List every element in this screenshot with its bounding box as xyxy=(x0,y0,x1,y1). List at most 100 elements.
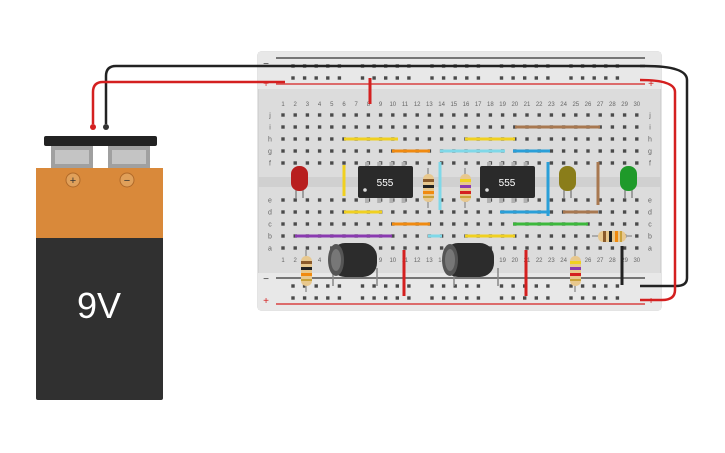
breadboard-hole[interactable] xyxy=(342,125,346,129)
breadboard-hole[interactable] xyxy=(391,210,395,214)
breadboard-hole[interactable] xyxy=(317,137,322,141)
rail-hole[interactable] xyxy=(465,296,469,300)
breadboard-hole[interactable] xyxy=(610,113,615,117)
rail-hole[interactable] xyxy=(476,76,481,80)
rail-hole[interactable] xyxy=(615,284,620,288)
breadboard-hole[interactable] xyxy=(427,161,432,165)
breadboard-hole[interactable] xyxy=(342,198,346,202)
breadboard-hole[interactable] xyxy=(464,125,468,129)
breadboard-hole[interactable] xyxy=(574,113,578,117)
rail-hole[interactable] xyxy=(291,76,295,80)
breadboard-hole[interactable] xyxy=(317,246,322,250)
breadboard-hole[interactable] xyxy=(610,198,615,202)
rail-hole[interactable] xyxy=(337,296,342,300)
yellow-led[interactable] xyxy=(559,166,576,198)
breadboard-hole[interactable] xyxy=(452,125,456,129)
breadboard-hole[interactable] xyxy=(537,161,541,165)
breadboard-hole[interactable] xyxy=(452,222,456,226)
breadboard-hole[interactable] xyxy=(476,210,480,214)
capacitor-2[interactable] xyxy=(442,243,499,286)
breadboard-hole[interactable] xyxy=(574,149,578,153)
breadboard-hole[interactable] xyxy=(330,161,334,165)
rail-hole[interactable] xyxy=(546,76,550,80)
breadboard-hole[interactable] xyxy=(403,137,407,141)
rail-hole[interactable] xyxy=(453,296,457,300)
breadboard-hole[interactable] xyxy=(635,137,639,141)
breadboard-hole[interactable] xyxy=(293,137,297,141)
breadboard-hole[interactable] xyxy=(330,113,334,117)
breadboard-hole[interactable] xyxy=(281,149,285,153)
breadboard-hole[interactable] xyxy=(439,198,444,202)
breadboard-hole[interactable] xyxy=(378,113,383,117)
resistor-3[interactable] xyxy=(301,250,312,292)
breadboard-hole[interactable] xyxy=(354,222,358,226)
breadboard-hole[interactable] xyxy=(403,210,407,214)
breadboard-hole[interactable] xyxy=(586,246,590,250)
breadboard-hole[interactable] xyxy=(561,149,566,153)
breadboard-hole[interactable] xyxy=(366,222,371,226)
breadboard-hole[interactable] xyxy=(439,161,444,165)
breadboard-hole[interactable] xyxy=(513,125,517,129)
breadboard-hole[interactable] xyxy=(622,210,627,214)
breadboard-hole[interactable] xyxy=(415,246,419,250)
rail-hole[interactable] xyxy=(534,296,538,300)
breadboard-hole[interactable] xyxy=(281,210,285,214)
breadboard-hole[interactable] xyxy=(635,198,639,202)
rail-hole[interactable] xyxy=(499,284,504,288)
breadboard-hole[interactable] xyxy=(415,113,419,117)
rail-hole[interactable] xyxy=(384,296,388,300)
breadboard-hole[interactable] xyxy=(305,161,310,165)
breadboard-hole[interactable] xyxy=(293,246,297,250)
breadboard-hole[interactable] xyxy=(452,234,456,238)
breadboard-hole[interactable] xyxy=(317,210,322,214)
breadboard-hole[interactable] xyxy=(635,125,639,129)
rail-hole[interactable] xyxy=(534,284,538,288)
breadboard-hole[interactable] xyxy=(403,234,407,238)
breadboard-hole[interactable] xyxy=(342,113,346,117)
rail-hole[interactable] xyxy=(615,296,620,300)
breadboard-hole[interactable] xyxy=(366,125,371,129)
breadboard-hole[interactable] xyxy=(391,246,395,250)
rail-hole[interactable] xyxy=(337,284,342,288)
breadboard-hole[interactable] xyxy=(622,246,627,250)
breadboard-hole[interactable] xyxy=(525,234,529,238)
rail-hole[interactable] xyxy=(569,76,573,80)
rail-hole[interactable] xyxy=(569,284,573,288)
breadboard-hole[interactable] xyxy=(317,161,322,165)
rail-hole[interactable] xyxy=(546,296,550,300)
rail-hole[interactable] xyxy=(592,296,596,300)
rail-hole[interactable] xyxy=(511,296,515,300)
breadboard-hole[interactable] xyxy=(330,198,334,202)
breadboard-hole[interactable] xyxy=(317,149,322,153)
breadboard-hole[interactable] xyxy=(476,125,480,129)
rail-hole[interactable] xyxy=(395,296,399,300)
breadboard-hole[interactable] xyxy=(635,210,639,214)
breadboard-hole[interactable] xyxy=(293,210,297,214)
breadboard-hole[interactable] xyxy=(476,198,480,202)
rail-hole[interactable] xyxy=(465,284,469,288)
breadboard-hole[interactable] xyxy=(598,137,602,141)
breadboard-hole[interactable] xyxy=(305,137,310,141)
rail-hole[interactable] xyxy=(302,296,307,300)
breadboard-hole[interactable] xyxy=(464,161,468,165)
breadboard-hole[interactable] xyxy=(415,234,419,238)
breadboard-hole[interactable] xyxy=(598,161,602,165)
breadboard-hole[interactable] xyxy=(378,222,383,226)
rail-hole[interactable] xyxy=(360,296,365,300)
breadboard-hole[interactable] xyxy=(488,222,493,226)
breadboard-hole[interactable] xyxy=(439,113,444,117)
rail-hole[interactable] xyxy=(534,76,538,80)
breadboard-hole[interactable] xyxy=(330,222,334,226)
breadboard-hole[interactable] xyxy=(427,113,432,117)
chip-555-right[interactable]: 555 xyxy=(480,162,535,203)
wire-black-lead[interactable] xyxy=(104,64,689,288)
breadboard-hole[interactable] xyxy=(452,210,456,214)
rail-hole[interactable] xyxy=(580,76,585,80)
rail-hole[interactable] xyxy=(384,284,388,288)
breadboard-hole[interactable] xyxy=(330,125,334,129)
breadboard-hole[interactable] xyxy=(598,149,602,153)
rail-hole[interactable] xyxy=(430,284,434,288)
breadboard-hole[interactable] xyxy=(305,149,310,153)
breadboard-hole[interactable] xyxy=(415,125,419,129)
breadboard-hole[interactable] xyxy=(439,137,444,141)
